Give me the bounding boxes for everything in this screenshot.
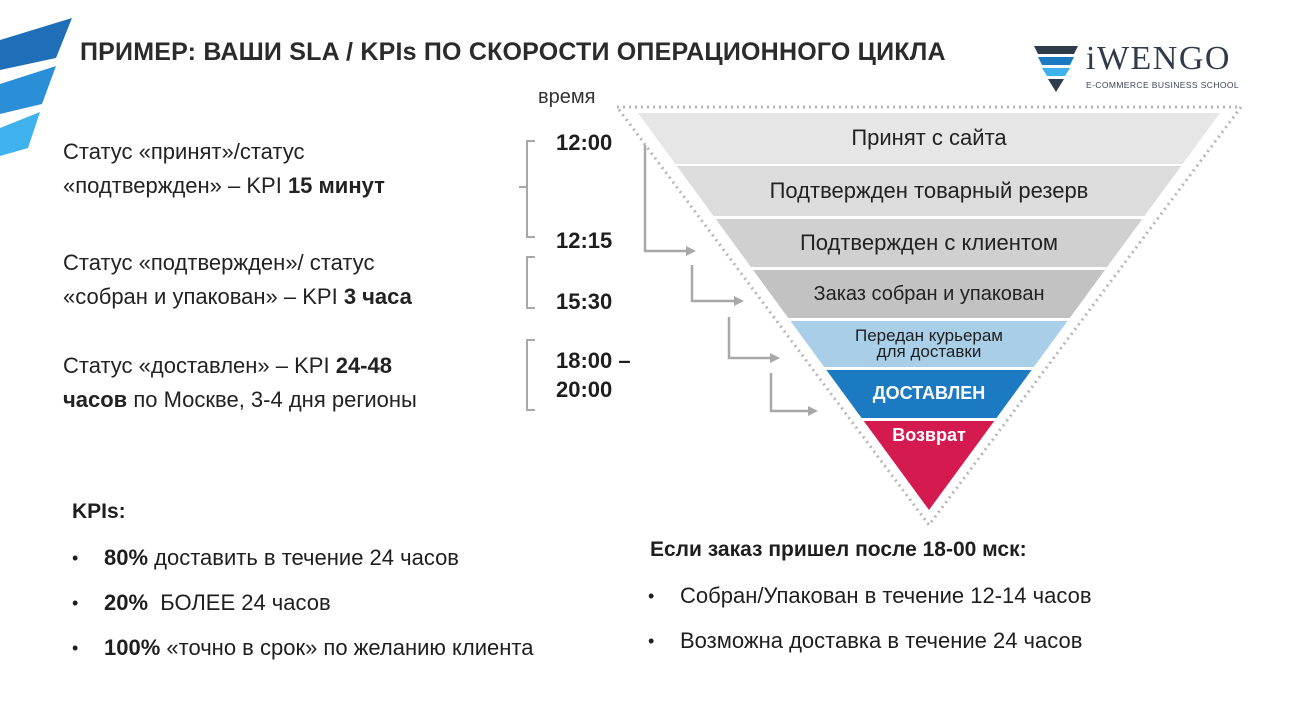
late-orders-list: •Собран/Упакован в течение 12-14 часов •… [648,581,1092,671]
late-order-item: •Собран/Упакован в течение 12-14 часов [648,581,1092,626]
funnel-layer-6 [826,370,1032,418]
bullet-icon: • [72,593,79,613]
funnel-layer-7-label-line-1: Возврат [892,425,966,446]
bullet-icon: • [648,586,655,606]
funnel-layer-5-label-line-2: для доставки [876,341,982,361]
time-brackets [519,140,535,411]
funnel-dotted-outline [614,105,1244,528]
arrowhead-2 [734,296,744,306]
status-block-2: Статус «подтвержден»/ статус «собран и у… [63,246,412,314]
status-1-kpi: 15 минут [287,173,385,198]
funnel-layer-7-label: Возврат [729,425,1129,447]
iwengo-logo: iWENGO E-COMMERCE BUSINESS SCHOOL [1030,38,1240,98]
kpi-item: •100% «точно в срок» по желанию клиента [72,633,533,678]
time-15-30: 15:30 [556,289,613,314]
status-3-line-1: Статус «доставлен» – KPI 24-48 [63,353,392,378]
funnel-layer-3 [715,219,1143,267]
time-12-15: 12:15 [556,228,613,253]
arrow-4 [769,373,810,413]
arrow-heads [686,246,818,416]
time-12-00: 12:00 [556,130,613,155]
arrowhead-4 [808,406,818,416]
funnel-layer-4-label-line-1: Заказ собран и упакован [813,283,1045,305]
status-3-kpi: 24-48 [335,353,392,378]
logo-wordmark: iWENGO [1086,40,1231,77]
slide-title: ПРИМЕР: ВАШИ SLA / KPIs ПО СКОРОСТИ ОПЕР… [80,38,946,66]
arrow-1 [643,145,688,253]
funnel-layer-1 [638,113,1220,164]
status-block-3: Статус «доставлен» – KPI 24-48 часов по … [63,349,417,417]
kpi-item: •80% доставить в течение 24 часов [72,543,533,588]
logo-tagline: E-COMMERCE BUSINESS SCHOOL [1086,80,1240,90]
funnel-layer-2-label-line-1: Подтвержден товарный резерв [769,177,1089,203]
bullet-icon: • [72,548,79,568]
kpis-list: •80% доставить в течение 24 часов •20% Б… [72,543,533,678]
kpis-title: KPIs: [72,500,126,523]
status-3-line-2: часов по Москве, 3-4 дня регионы [63,387,417,412]
funnel-layers [638,113,1220,510]
bracket-3 [526,339,535,411]
status-1-line-1: Статус «принят»/статус [63,139,305,164]
bullet-icon: • [648,631,655,651]
funnel-layer-5-label-line-1: Передан курьерам [855,325,1003,345]
arrow-3 [727,317,772,360]
connector-arrows [643,145,810,413]
funnel-layer-6-label-line-1: ДОСТАВЛЕН [872,383,986,404]
funnel-layer-5 [790,321,1068,367]
corner-stripes-decoration [0,18,72,156]
late-orders-title: Если заказ пришел после 18-00 мск: [650,538,1027,561]
funnel-layer-6-label: ДОСТАВЛЕН [729,383,1129,405]
funnel-layer-4 [753,270,1105,318]
funnel-layer-3-label: Подтвержден с клиентом [729,230,1129,256]
kpi-item: •20% БОЛЕЕ 24 часов [72,588,533,633]
funnel-layer-3-label-line-1: Подтвержден с клиентом [799,229,1059,255]
funnel-layer-1-label-line-1: Принят с сайта [851,125,1007,151]
bracket-1 [526,140,535,238]
bracket-2 [526,256,535,309]
arrow-2 [690,265,736,303]
bullet-icon: • [72,638,79,658]
funnel-layer-4-label: Заказ собран и упакован [729,282,1129,306]
status-2-line-2: «собран и упакован» – KPI 3 часа [63,284,412,309]
status-2-line-1: Статус «подтвержден»/ статус [63,250,375,275]
funnel-layer-7 [863,421,995,510]
time-18-00: 18:00 – [556,348,631,373]
arrowhead-1 [686,246,696,256]
late-order-item: •Возможна доставка в течение 24 часов [648,626,1092,671]
funnel-layer-2 [676,166,1182,216]
time-20-00: 20:00 [556,377,613,402]
funnel-layer-1-label: Принят с сайта [729,125,1129,151]
funnel-layer-2-label: Подтвержден товарный резерв [729,178,1129,204]
status-2-kpi: 3 часа [343,284,412,309]
time-column-header: время [538,86,596,108]
logo-shield-icon [1034,46,1078,92]
status-block-1: Статус «принят»/статус «подтвержден» – K… [63,135,385,203]
arrowhead-3 [770,353,780,363]
status-1-line-2: «подтвержден» – KPI 15 минут [63,173,385,198]
